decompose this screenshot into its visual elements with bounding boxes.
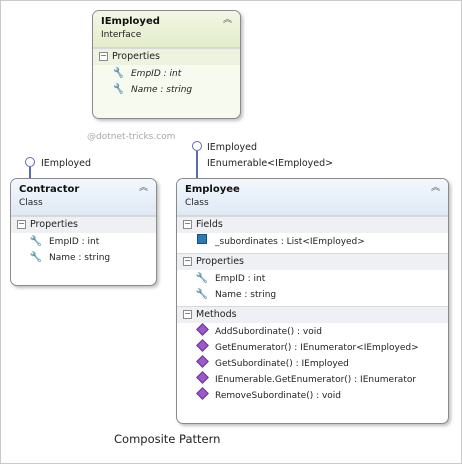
collapse-minus-icon[interactable]: −: [17, 219, 26, 229]
iemployed-stereotype: Interface: [101, 30, 142, 40]
iemployed-header[interactable]: IEmployed Interface ︽: [93, 11, 240, 48]
contractor-properties-header[interactable]: −Properties: [11, 216, 156, 233]
wrench-icon: 🔧: [29, 252, 43, 263]
member-text: Name : string: [49, 253, 111, 263]
diagram-caption: Composite Pattern: [114, 432, 221, 446]
wrench-icon: 🔧: [111, 68, 125, 79]
iemployed-property-empid[interactable]: 🔧 EmpID : int: [93, 66, 240, 82]
wrench-icon: 🔧: [111, 84, 125, 95]
properties-label: Properties: [196, 256, 245, 267]
employee-stereotype: Class: [185, 198, 209, 208]
employee-header[interactable]: Employee Class ︽: [177, 179, 448, 216]
employee-interface-label-2: IEnumerable<IEmployed>: [207, 158, 334, 169]
member-text: _subordinates : List<IEmployed>: [215, 237, 365, 247]
iemployed-property-name[interactable]: 🔧 Name : string: [93, 82, 240, 98]
member-text: Name : string: [131, 85, 193, 95]
method-icon: [195, 387, 209, 404]
member-text: IEnumerable.GetEnumerator() : IEnumerato…: [215, 375, 417, 385]
member-text: EmpID : int: [215, 274, 266, 284]
member-text: EmpID : int: [49, 237, 100, 247]
employee-method-getenumerator[interactable]: GetEnumerator() : IEnumerator<IEmployed>: [177, 339, 448, 356]
member-text: Name : string: [215, 290, 277, 300]
method-icon: [195, 355, 209, 372]
employee-method-getsubordinate[interactable]: GetSubordinate() : IEmployed: [177, 355, 448, 372]
iemployed-interface-box[interactable]: IEmployed Interface ︽ −Properties 🔧 EmpID…: [92, 10, 241, 119]
collapse-chevron-icon[interactable]: ︽: [222, 15, 232, 25]
contractor-property-empid[interactable]: 🔧 EmpID : int: [11, 234, 156, 250]
employee-property-name[interactable]: 🔧 Name : string: [177, 287, 448, 303]
iemployed-lollipop-icon: [25, 157, 35, 167]
methods-label: Methods: [196, 309, 237, 320]
member-text: AddSubordinate() : void: [215, 327, 322, 337]
employee-class-box[interactable]: Employee Class ︽ −Fields _subordinates :…: [176, 178, 449, 424]
member-text: GetSubordinate() : IEmployed: [215, 359, 349, 369]
wrench-icon: 🔧: [29, 236, 43, 247]
method-icon: [195, 323, 209, 340]
collapse-minus-icon[interactable]: −: [99, 51, 108, 61]
method-icon: [195, 339, 209, 356]
contractor-property-name[interactable]: 🔧 Name : string: [11, 250, 156, 266]
wrench-icon: 🔧: [195, 273, 209, 284]
contractor-interface-label: IEmployed: [41, 158, 92, 169]
collapse-minus-icon[interactable]: −: [183, 256, 192, 266]
employee-lollipop-icon: [192, 141, 202, 151]
employee-fields-header[interactable]: −Fields: [177, 216, 448, 233]
contractor-stereotype: Class: [19, 198, 43, 208]
member-text: RemoveSubordinate() : void: [215, 391, 342, 401]
lollipop-stem: [29, 167, 31, 178]
fields-label: Fields: [196, 219, 223, 230]
iemployed-title: IEmployed: [101, 16, 160, 27]
employee-interface-label-1: IEmployed: [207, 142, 258, 153]
wrench-icon: 🔧: [195, 289, 209, 300]
method-icon: [195, 371, 209, 388]
collapse-chevron-icon[interactable]: ︽: [430, 183, 440, 193]
lollipop-stem: [196, 151, 198, 178]
contractor-class-box[interactable]: Contractor Class ︽ −Properties 🔧 EmpID : …: [10, 178, 157, 286]
employee-field-subordinates[interactable]: _subordinates : List<IEmployed>: [177, 234, 448, 250]
watermark: @dotnet-tricks.com: [87, 132, 176, 142]
contractor-title: Contractor: [19, 184, 80, 195]
collapse-minus-icon[interactable]: −: [183, 219, 192, 229]
employee-method-addsubordinate[interactable]: AddSubordinate() : void: [177, 323, 448, 340]
employee-title: Employee: [185, 184, 240, 195]
member-text: EmpID : int: [131, 69, 182, 79]
properties-label: Properties: [30, 219, 79, 230]
employee-properties-header[interactable]: −Properties: [177, 253, 448, 270]
employee-method-ienumerable-getenumerator[interactable]: IEnumerable.GetEnumerator() : IEnumerato…: [177, 371, 448, 388]
member-text: GetEnumerator() : IEnumerator<IEmployed>: [215, 343, 419, 353]
field-icon: [195, 234, 209, 250]
employee-methods-header[interactable]: −Methods: [177, 306, 448, 323]
employee-property-empid[interactable]: 🔧 EmpID : int: [177, 271, 448, 287]
employee-method-removesubordinate[interactable]: RemoveSubordinate() : void: [177, 387, 448, 404]
collapse-minus-icon[interactable]: −: [183, 309, 192, 319]
contractor-header[interactable]: Contractor Class ︽: [11, 179, 156, 216]
properties-label: Properties: [112, 51, 161, 62]
iemployed-properties-header[interactable]: −Properties: [93, 48, 240, 65]
collapse-chevron-icon[interactable]: ︽: [138, 183, 148, 193]
